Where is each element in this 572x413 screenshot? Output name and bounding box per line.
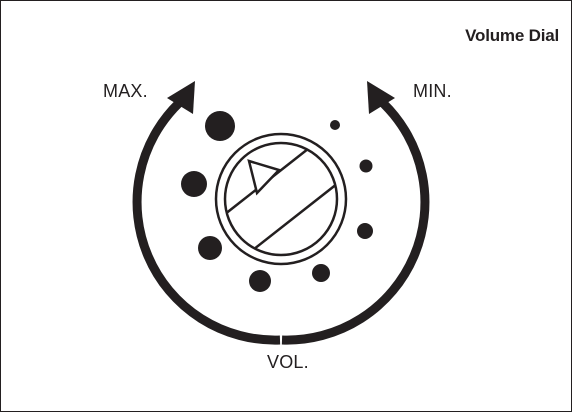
level-dot bbox=[181, 171, 207, 197]
max-arrowhead-icon bbox=[167, 81, 195, 114]
min-label: MIN. bbox=[413, 81, 452, 101]
level-dot bbox=[205, 111, 235, 141]
level-dot bbox=[357, 223, 373, 239]
max-label: MAX. bbox=[103, 81, 148, 101]
triangle-pointer-icon bbox=[247, 159, 282, 196]
vol-label: VOL. bbox=[267, 352, 309, 372]
max-direction-arc bbox=[132, 99, 281, 345]
level-dot bbox=[330, 120, 340, 130]
min-direction-arc bbox=[281, 99, 430, 345]
level-dot bbox=[312, 264, 330, 282]
figure-title: Volume Dial bbox=[465, 26, 559, 45]
min-arrowhead-icon bbox=[367, 81, 395, 114]
level-dot bbox=[249, 270, 271, 292]
level-dot bbox=[359, 159, 373, 173]
volume-knob[interactable] bbox=[201, 123, 361, 275]
level-dot bbox=[198, 236, 222, 260]
